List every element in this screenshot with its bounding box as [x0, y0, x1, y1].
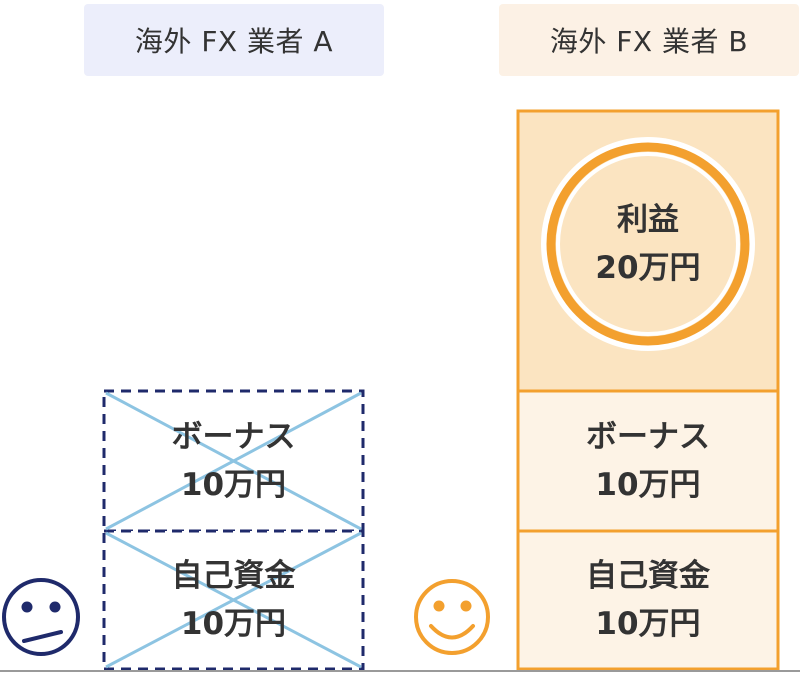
broker-b-own-funds-block	[516, 529, 780, 671]
broker-b-profit-name: 利益	[617, 202, 679, 238]
broker-a-title: 海外 FX 業者 A	[134, 25, 334, 58]
broker-a-own-funds-amount: 10万円	[180, 606, 287, 642]
broker-a-own-funds-label: 自己資金 10万円	[104, 531, 363, 669]
profit-ring	[546, 142, 750, 346]
profit-ring-inner	[556, 152, 740, 336]
broker-b-own-funds-amount: 10万円	[595, 606, 701, 642]
broker-a-bonus-name: ボーナス	[171, 419, 296, 455]
broker-b-bonus-label: ボーナス 10万円	[518, 391, 778, 531]
broker-b-profit-label: 利益 20万円	[548, 194, 748, 294]
broker-a-bonus-cross-2	[105, 391, 362, 531]
broker-b-bonus-amount: 10万円	[595, 467, 701, 503]
broker-b-bonus-name: ボーナス	[586, 419, 710, 455]
broker-b-bonus-block	[516, 389, 780, 533]
broker-a-stack	[102, 389, 365, 671]
neutral-face-icon	[2, 578, 80, 656]
broker-b-stack	[516, 109, 780, 671]
broker-b-own-funds-label: 自己資金 10万円	[518, 531, 778, 669]
broker-a-bonus-label: ボーナス 10万円	[104, 391, 363, 531]
broker-b-title: 海外 FX 業者 B	[549, 25, 749, 58]
broker-a-header: 海外 FX 業者 A	[84, 4, 384, 76]
broker-b-own-funds-name: 自己資金	[586, 558, 710, 594]
broker-a-bonus-amount: 10万円	[180, 467, 287, 503]
broker-a-funds-cross-2	[105, 531, 362, 669]
broker-b-header: 海外 FX 業者 B	[499, 4, 799, 76]
smiling-face-icon	[414, 579, 490, 655]
baseline	[0, 670, 800, 672]
broker-a-own-funds-name: 自己資金	[171, 558, 296, 594]
broker-b-profit-amount: 20万円	[595, 250, 701, 286]
